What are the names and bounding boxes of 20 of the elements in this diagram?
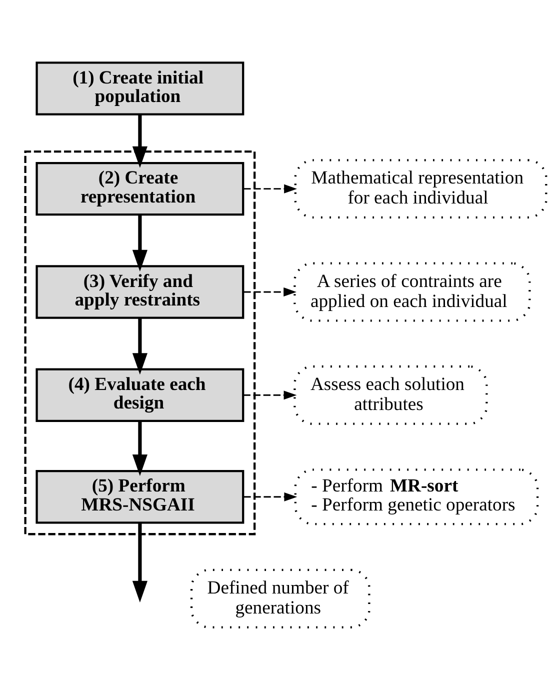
arrow <box>132 522 148 602</box>
node-box: Mathematical representation for each individual <box>294 159 548 219</box>
node-box: (1) Create initial population <box>36 62 244 116</box>
arrow <box>132 318 148 375</box>
arrow <box>243 390 297 400</box>
node-box: Assess each solution attributes <box>294 365 488 425</box>
arrow <box>244 492 298 502</box>
arrow <box>132 114 148 168</box>
node-box: Defined number of generations <box>190 568 370 628</box>
arrow <box>244 287 296 296</box>
arrow <box>244 184 297 194</box>
node-box: (4) Evaluate each design <box>36 368 244 422</box>
node-box: (3) Verify and apply restraints <box>36 265 244 319</box>
node-box: - Perform MR-sort - Perform genetic operators <box>294 468 539 526</box>
node-box: (2) Create representation <box>36 162 244 216</box>
arrow <box>132 421 148 476</box>
node-box: (5) Perform MRS-NSGAII <box>36 470 244 524</box>
cluster <box>24 150 256 536</box>
node-box: A series of contraints are applied on each individual <box>294 262 531 322</box>
arrow <box>132 215 148 272</box>
